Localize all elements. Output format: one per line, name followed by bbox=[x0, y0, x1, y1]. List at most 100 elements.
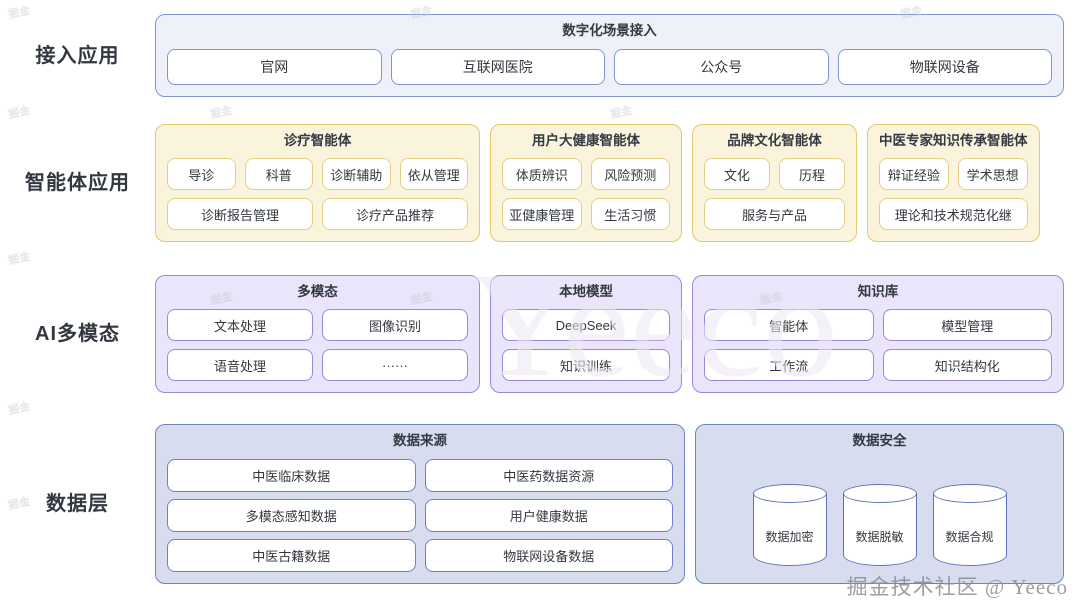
chip-item[interactable]: 科普 bbox=[244, 158, 313, 191]
chip-item[interactable]: 公众号 bbox=[614, 48, 829, 85]
chip-item[interactable]: 物联网设备 bbox=[837, 48, 1052, 85]
panel-title: 品牌文化智能体 bbox=[727, 132, 822, 148]
chip-item[interactable]: 物联网设备数据 bbox=[424, 538, 673, 572]
chip-item[interactable]: 官网 bbox=[167, 48, 382, 85]
chip-item[interactable]: DeepSeek bbox=[502, 309, 670, 342]
cylinder-row: 数据加密 数据脱敏 数据合规 bbox=[707, 459, 1052, 572]
chip-item[interactable]: 知识结构化 bbox=[882, 349, 1052, 382]
panel-title: 诊疗智能体 bbox=[283, 132, 352, 148]
chip-item[interactable]: 诊疗产品推荐 bbox=[322, 198, 468, 231]
chip-item[interactable]: 文本处理 bbox=[167, 309, 313, 342]
chip-row: 文本处理 图像识别 bbox=[167, 309, 468, 342]
chip-row: 官网 互联网医院 公众号 物联网设备 bbox=[167, 48, 1052, 85]
chip-row: 智能体 模型管理 bbox=[704, 309, 1052, 342]
chip-item[interactable]: 辩证经验 bbox=[879, 158, 949, 191]
cylinder-label: 数据加密 bbox=[765, 529, 814, 544]
panel-chip-rows: 体质辨识 风险预测 亚健康管理 生活习惯 bbox=[502, 158, 670, 231]
chip-item[interactable]: 智能体 bbox=[704, 309, 874, 342]
chip-item[interactable]: 语音处理 bbox=[167, 349, 313, 382]
chip-row: 工作流 知识结构化 bbox=[704, 349, 1052, 382]
chip-item[interactable]: 导诊 bbox=[167, 158, 236, 191]
database-cylinder-desensitization[interactable]: 数据脱敏 bbox=[842, 483, 917, 566]
chip-item[interactable]: 依从管理 bbox=[399, 158, 468, 191]
chip-row: 导诊 科普 诊断辅助 依从管理 bbox=[167, 158, 468, 191]
cylinder-top-ellipse bbox=[842, 483, 917, 503]
panel-title: 中医专家知识传承智能体 bbox=[879, 132, 1028, 148]
panel-digital-scene-access[interactable]: 数字化场景接入 官网 互联网医院 公众号 物联网设备 bbox=[155, 14, 1064, 97]
chip-item[interactable]: 中医临床数据 bbox=[167, 458, 416, 492]
panel-title: 知识库 bbox=[857, 283, 899, 299]
row-label-agents: 智能体应用 bbox=[25, 172, 130, 194]
panel-chip-rows: 导诊 科普 诊断辅助 依从管理 诊断报告管理 诊疗产品推荐 bbox=[167, 158, 468, 231]
panel-chip-rows: 中医临床数据 中医药数据资源 多模态感知数据 用户健康数据 中医古籍数据 物联网… bbox=[167, 458, 673, 572]
chip-item-ellipsis[interactable]: ······ bbox=[322, 349, 468, 382]
chip-row: 理论和技术规范化继 bbox=[879, 198, 1028, 231]
panel-local-model[interactable]: 本地模型 DeepSeek 知识训练 bbox=[490, 274, 682, 394]
chip-row: 中医古籍数据 物联网设备数据 bbox=[167, 538, 673, 572]
chip-item[interactable]: 多模态感知数据 bbox=[167, 498, 416, 532]
chip-item[interactable]: 中医古籍数据 bbox=[167, 538, 416, 572]
panel-title: 数字化场景接入 bbox=[562, 23, 657, 39]
chip-row: 诊断报告管理 诊疗产品推荐 bbox=[167, 198, 468, 231]
chip-item[interactable]: 模型管理 bbox=[882, 309, 1052, 342]
cylinder-body bbox=[752, 492, 827, 566]
chip-item[interactable]: 学术思想 bbox=[957, 158, 1028, 191]
chip-item[interactable]: 风险预测 bbox=[590, 158, 670, 191]
chip-item[interactable]: 理论和技术规范化继 bbox=[879, 198, 1028, 231]
chip-row: 亚健康管理 生活习惯 bbox=[502, 198, 670, 231]
chip-row: 服务与产品 bbox=[704, 198, 845, 231]
chip-row: 辩证经验 学术思想 bbox=[879, 158, 1028, 191]
cylinder-body bbox=[932, 492, 1007, 566]
cylinder-label: 数据合规 bbox=[945, 529, 994, 544]
chip-item[interactable]: 服务与产品 bbox=[704, 198, 845, 231]
panel-title: 数据安全 bbox=[852, 433, 907, 449]
row-label-data: 数据层 bbox=[46, 493, 109, 515]
chip-row: 文化 历程 bbox=[704, 158, 845, 191]
chip-row: 体质辨识 风险预测 bbox=[502, 158, 670, 191]
panel-chip-rows: DeepSeek 知识训练 bbox=[502, 309, 670, 382]
chip-row: 中医临床数据 中医药数据资源 bbox=[167, 458, 673, 492]
panel-title: 用户大健康智能体 bbox=[532, 132, 640, 148]
chip-item[interactable]: 中医药数据资源 bbox=[424, 458, 673, 492]
panel-title: 多模态 bbox=[297, 283, 338, 299]
panel-knowledge-base[interactable]: 知识库 智能体 模型管理 工作流 知识结构化 bbox=[692, 274, 1064, 394]
layer-row-ai: AI多模态 多模态 文本处理 图像识别 语音处理 ······ 本地模型 bbox=[0, 259, 1074, 409]
panel-brand-culture-agent[interactable]: 品牌文化智能体 文化 历程 服务与产品 bbox=[692, 123, 857, 243]
chip-item[interactable]: 体质辨识 bbox=[502, 158, 582, 191]
chip-row: 多模态感知数据 用户健康数据 bbox=[167, 498, 673, 532]
chip-item[interactable]: 工作流 bbox=[704, 349, 874, 382]
panel-multimodal[interactable]: 多模态 文本处理 图像识别 语音处理 ······ bbox=[155, 274, 480, 394]
layer-row-access: 接入应用 数字化场景接入 官网 互联网医院 公众号 物联网设备 bbox=[0, 4, 1074, 107]
chip-item[interactable]: 历程 bbox=[779, 158, 845, 191]
chip-row: 知识训练 bbox=[502, 349, 670, 382]
panel-chip-rows: 官网 互联网医院 公众号 物联网设备 bbox=[167, 48, 1052, 85]
cylinder-top-ellipse bbox=[932, 483, 1007, 503]
chip-item[interactable]: 亚健康管理 bbox=[502, 198, 582, 231]
panel-data-security[interactable]: 数据安全 数据加密 数据脱敏 数据合规 bbox=[695, 424, 1064, 584]
panel-diagnosis-agent[interactable]: 诊疗智能体 导诊 科普 诊断辅助 依从管理 诊断报告管理 诊疗产品推荐 bbox=[155, 123, 480, 243]
panel-chip-rows: 智能体 模型管理 工作流 知识结构化 bbox=[704, 309, 1052, 382]
panel-title: 数据来源 bbox=[393, 433, 447, 449]
panel-data-source[interactable]: 数据来源 中医临床数据 中医药数据资源 多模态感知数据 用户健康数据 中医古籍数… bbox=[155, 424, 685, 584]
database-cylinder-compliance[interactable]: 数据合规 bbox=[932, 483, 1007, 566]
chip-item[interactable]: 文化 bbox=[704, 158, 770, 191]
chip-item[interactable]: 生活习惯 bbox=[590, 198, 670, 231]
panel-tcm-expert-knowledge-agent[interactable]: 中医专家知识传承智能体 辩证经验 学术思想 理论和技术规范化继 bbox=[867, 123, 1040, 243]
cylinder-body bbox=[842, 492, 917, 566]
chip-item[interactable]: 诊断报告管理 bbox=[167, 198, 313, 231]
chip-item[interactable]: 互联网医院 bbox=[390, 48, 605, 85]
database-cylinder-encryption[interactable]: 数据加密 bbox=[752, 483, 827, 566]
panel-chip-rows: 文本处理 图像识别 语音处理 ······ bbox=[167, 309, 468, 382]
row-label-access: 接入应用 bbox=[35, 44, 120, 67]
row-label-ai: AI多模态 bbox=[35, 323, 120, 345]
chip-item[interactable]: 图像识别 bbox=[322, 309, 468, 342]
chip-item[interactable]: 知识训练 bbox=[502, 349, 670, 382]
chip-item[interactable]: 诊断辅助 bbox=[322, 158, 391, 191]
chip-item[interactable]: 用户健康数据 bbox=[424, 498, 673, 532]
row-body-data: 数据来源 中医临床数据 中医药数据资源 多模态感知数据 用户健康数据 中医古籍数… bbox=[155, 424, 1074, 584]
layer-row-agents: 智能体应用 诊疗智能体 导诊 科普 诊断辅助 依从管理 诊断报告管理 诊疗产品推… bbox=[0, 107, 1074, 259]
panel-title: 本地模型 bbox=[559, 283, 613, 299]
panel-user-health-agent[interactable]: 用户大健康智能体 体质辨识 风险预测 亚健康管理 生活习惯 bbox=[490, 123, 682, 243]
cylinder-top-ellipse bbox=[752, 483, 827, 503]
